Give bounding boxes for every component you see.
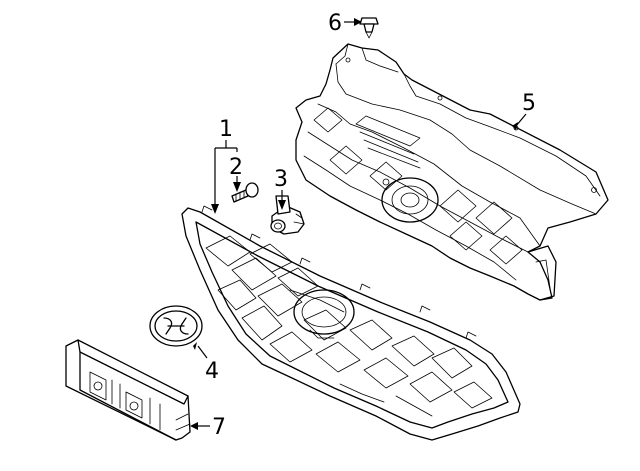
part-6-clip: [359, 17, 379, 39]
part-3-bracket: [270, 195, 305, 235]
part-5-support-panel: [295, 43, 609, 301]
callout-1: 1: [219, 117, 233, 142]
callout-4: 4: [205, 359, 219, 384]
callout-3: 3: [274, 167, 288, 192]
callout-5: 5: [522, 91, 536, 116]
panel-vent: [355, 115, 421, 169]
callout-6: 6: [328, 11, 342, 36]
part-4-emblem: [149, 305, 203, 347]
part-1-grille: [181, 205, 521, 441]
leader-lines: [190, 18, 527, 430]
callout-7: 7: [212, 415, 226, 440]
part-7-plate-bracket: [65, 339, 191, 441]
part-2-screw: [231, 182, 259, 203]
callout-2: 2: [229, 155, 243, 180]
